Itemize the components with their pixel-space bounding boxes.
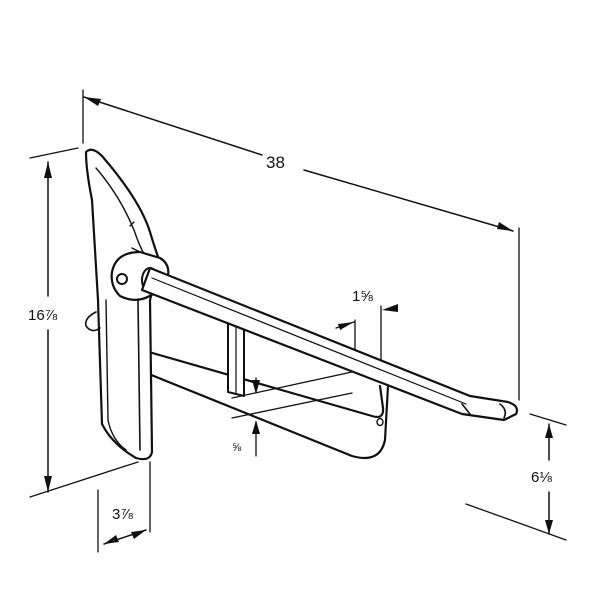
arrowhead-end-top [545,424,553,438]
extension-line-height-top [29,147,79,159]
wall-plate [84,148,162,461]
hinge-detail [129,221,141,253]
arrowhead-wall-right [131,530,146,539]
dimension-lines [44,96,553,545]
arrowhead-length-left [84,97,101,106]
wall-plate-clip [84,311,101,332]
upper-bar-highlight [151,277,467,405]
wall-plate-side [137,299,141,451]
arrowhead-end-bottom [545,520,553,534]
label-wall-offset: 3⅞ [112,506,133,523]
wall-plate-body [84,148,162,461]
label-bar-spacing: 1⅝ [352,288,373,305]
extension-line-end-top [529,413,567,426]
arrowhead-height-bottom [44,476,52,492]
hinge-pivot [116,273,128,285]
arrowhead-wall-left [104,535,119,544]
dimension-line-length-left [83,96,263,156]
extension-line-gap-lower [231,392,353,419]
label-end-height: 6⅛ [531,469,552,486]
upper-bar-end-tip [461,403,507,419]
lower-bar-bottom-edge [122,362,390,460]
lower-bar-rivet [376,417,384,427]
arrowhead-spacing-right [382,304,398,312]
arrowhead-height-top [44,162,52,178]
label-height: 16⅞ [28,307,58,324]
dimension-line-length-right [303,169,514,232]
upper-bar [140,266,519,422]
upper-bar-body [140,266,519,422]
wall-plate-inner-edge [105,299,127,451]
arrowhead-gap-bottom [252,420,260,434]
support-post [227,321,245,397]
label-overall-length: 38 [266,153,285,172]
dimension-line-spacing-left [335,321,355,329]
dimension-labels: 38 16⅞ 3⅞ 1⅝ ⅝ 6⅛ [28,153,552,523]
label-bar-gap: ⅝ [232,442,242,454]
arrowhead-length-right [497,222,513,231]
lower-bar-top-edge [126,344,385,419]
